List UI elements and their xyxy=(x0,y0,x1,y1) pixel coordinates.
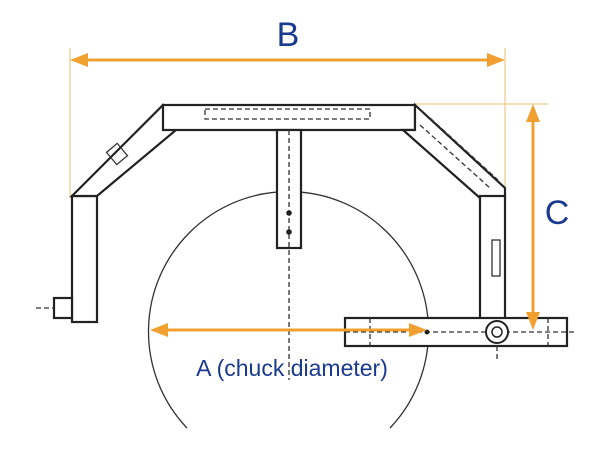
left-bolt xyxy=(36,296,74,320)
label-b: B xyxy=(277,16,300,54)
center-post xyxy=(275,128,303,380)
dimension-c-arrow xyxy=(526,104,540,330)
dimension-a-arrow xyxy=(150,323,427,337)
dimension-b-arrow xyxy=(70,53,505,67)
label-c: C xyxy=(545,194,570,232)
tool-bar xyxy=(343,316,575,362)
label-a: A (chuck diameter) xyxy=(196,355,388,381)
guard-frame xyxy=(69,102,507,324)
